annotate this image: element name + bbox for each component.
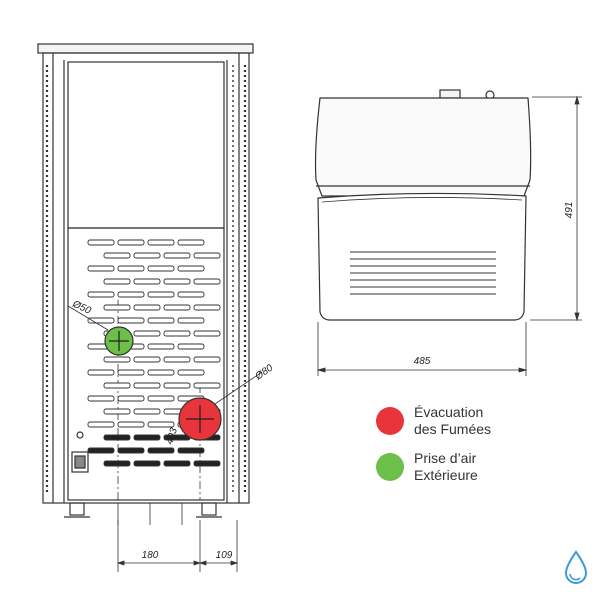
grille-slot: [117, 447, 145, 454]
grille-slot: [103, 304, 131, 311]
grille-slot: [193, 382, 221, 389]
side-view: [314, 89, 532, 321]
grille-slot: [163, 252, 191, 259]
grille-slot: [177, 369, 205, 376]
grille-slot: [133, 434, 161, 441]
smoke-diameter-label: Ø80: [253, 362, 276, 383]
grille-slot: [87, 291, 115, 298]
grille-slot: [103, 434, 131, 441]
air-color-dot: [376, 453, 404, 481]
air-intake-marker: [67, 305, 134, 356]
grille-slot: [193, 356, 221, 363]
right-offset-label: 109: [216, 550, 233, 561]
legend-smoke-label: Évacuation des Fumées: [414, 404, 491, 438]
grille-slot: [117, 369, 145, 376]
grille-slot: [147, 317, 175, 324]
rear-view: [37, 43, 254, 525]
grille-slot: [193, 278, 221, 285]
smoke-exhaust-marker: [178, 371, 263, 441]
grille-slot: [163, 382, 191, 389]
grille-slot: [117, 239, 145, 246]
grille-slot: [117, 265, 145, 272]
grille-slot: [147, 343, 175, 350]
legend-air-line1: Prise d’air: [414, 450, 477, 466]
grille-slot: [177, 317, 205, 324]
grille-slot: [87, 395, 115, 402]
side-dimension: [316, 95, 582, 376]
grille-slot: [147, 265, 175, 272]
width-label: 485: [414, 356, 431, 367]
grille-slot: [117, 291, 145, 298]
grille-slot: [103, 408, 131, 415]
bottom-dimension: [116, 520, 239, 572]
grille-slot: [163, 330, 191, 337]
grille-slot: [87, 239, 115, 246]
smoke-height-label: 403: [164, 426, 180, 446]
grille-slot: [133, 252, 161, 259]
legend-item-smoke: Évacuation des Fumées: [376, 404, 576, 438]
grille-slot: [147, 239, 175, 246]
legend-smoke-line1: Évacuation: [414, 404, 484, 420]
grille-slot: [87, 447, 115, 454]
grille-slot: [117, 395, 145, 402]
grille-slot: [163, 304, 191, 311]
grille-slot: [193, 304, 221, 311]
legend-air-line2: Extérieure: [414, 467, 478, 483]
legend-item-air: Prise d’air Extérieure: [376, 450, 576, 484]
grille-slot: [117, 317, 145, 324]
height-label: 491: [564, 202, 575, 219]
grille-slot: [147, 369, 175, 376]
grille-slot: [177, 265, 205, 272]
grille-slot: [103, 278, 131, 285]
grille-slot: [193, 252, 221, 259]
grille-slot: [133, 356, 161, 363]
smoke-color-dot: [376, 407, 404, 435]
grille-slot: [163, 460, 191, 467]
grille-slot: [147, 447, 175, 454]
water-drop-icon: [564, 550, 588, 584]
grille-slot: [193, 460, 221, 467]
grille-slot: [117, 421, 145, 428]
grille-slot: [87, 265, 115, 272]
legend-air-label: Prise d’air Extérieure: [414, 450, 478, 484]
side-vent-grille: [350, 251, 496, 295]
grille-slot: [103, 382, 131, 389]
grille-slot: [87, 369, 115, 376]
grille-slot: [177, 343, 205, 350]
grille-slot: [147, 395, 175, 402]
grille-slot: [147, 291, 175, 298]
grille-slot: [177, 239, 205, 246]
grille-slot: [133, 382, 161, 389]
grille-slot: [133, 460, 161, 467]
grille-slot: [87, 421, 115, 428]
grille-slot: [133, 278, 161, 285]
grille-slot: [103, 356, 131, 363]
left-offset-label: 180: [142, 550, 159, 561]
grille-slot: [163, 278, 191, 285]
legend-smoke-line2: des Fumées: [414, 421, 492, 437]
grille-slot: [103, 252, 131, 259]
grille-slot: [133, 330, 161, 337]
grille-slot: [177, 447, 205, 454]
legend: Évacuation des Fumées Prise d’air Extéri…: [376, 404, 576, 496]
grille-slot: [193, 330, 221, 337]
grille-slot: [163, 356, 191, 363]
grille-slot: [147, 421, 175, 428]
grille-slot: [133, 304, 161, 311]
grille-slot: [177, 291, 205, 298]
grille-slot: [103, 460, 131, 467]
grille-slot: [133, 408, 161, 415]
